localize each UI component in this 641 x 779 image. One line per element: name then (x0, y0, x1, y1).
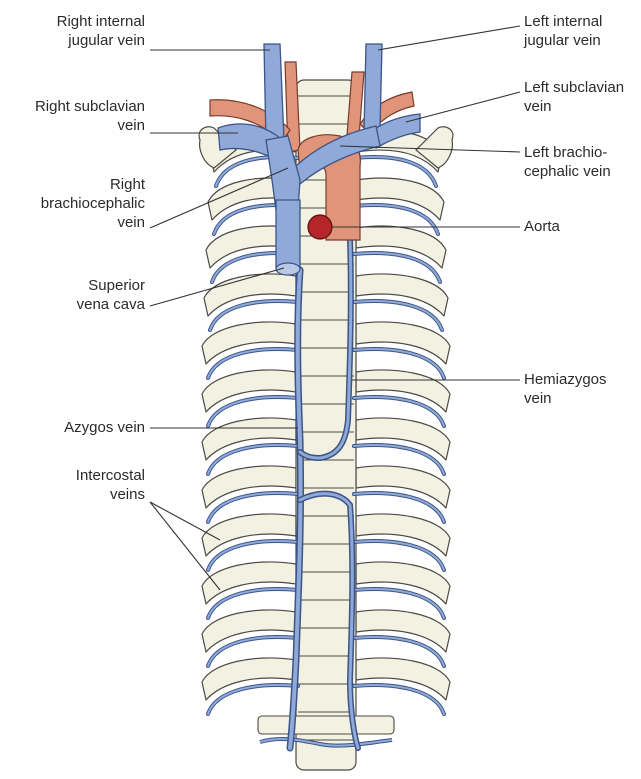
right-internal-jugular-vein (264, 44, 284, 144)
left-rib (202, 610, 296, 652)
left-internal-jugular-vein (364, 44, 382, 132)
left-rib (202, 562, 296, 604)
right-intercostal-vein (354, 685, 444, 714)
label-superior-vena-cava: Superior vena cava (10, 276, 145, 314)
leader-left-internal-jugular (378, 26, 520, 50)
left-rib (202, 514, 296, 556)
right-rib (356, 178, 444, 220)
left-rib (202, 658, 296, 700)
label-right-brachiocephalic-vein: Right brachiocephalic vein (10, 175, 145, 232)
right-rib (356, 274, 448, 316)
right-rib (356, 658, 450, 700)
left-rib (202, 418, 296, 460)
left-rib (202, 466, 296, 508)
label-intercostal-veins: Intercostal veins (10, 466, 145, 504)
aorta-cut-section (308, 215, 332, 239)
label-aorta: Aorta (524, 217, 624, 236)
right-rib (356, 418, 450, 460)
left-first-rib-head (416, 127, 453, 168)
label-hemiazygos-vein: Hemiazygos vein (524, 370, 634, 408)
right-rib (356, 226, 446, 268)
right-rib (356, 514, 450, 556)
lower-vertebra-process (258, 716, 394, 734)
left-rib (202, 322, 296, 364)
label-right-subclavian-vein: Right subclavian vein (4, 97, 145, 135)
label-left-subclavian-vein: Left subclavian vein (524, 78, 639, 116)
label-left-brachiocephalic-vein: Left brachio- cephalic vein (524, 143, 639, 181)
right-rib (356, 322, 450, 364)
right-rib (356, 610, 450, 652)
left-rib (204, 274, 296, 316)
right-rib (356, 466, 450, 508)
label-left-internal-jugular-vein: Left internal jugular vein (524, 12, 634, 50)
right-rib (356, 562, 450, 604)
right-rib (356, 370, 450, 412)
label-azygos-vein: Azygos vein (10, 418, 145, 437)
left-rib (202, 370, 296, 412)
leader-left-subclavian (406, 92, 520, 122)
left-intercostal-vein (208, 685, 298, 714)
label-right-internal-jugular-vein: Right internal jugular vein (10, 12, 145, 50)
